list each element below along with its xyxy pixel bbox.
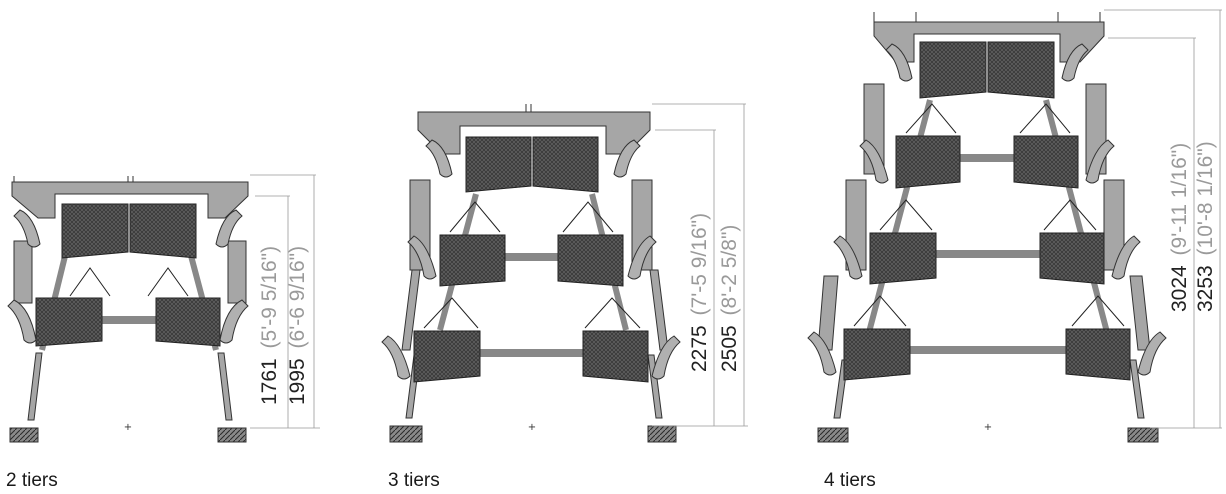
cage-tier1-left — [919, 41, 987, 99]
cage-tier2-right — [1013, 135, 1079, 189]
left-leg — [27, 352, 43, 421]
cage-tier2-left — [439, 234, 506, 287]
diagram-3-tiers: + 2275 (7'-5 9/16") 2505 (8'-2 5/8") — [381, 103, 748, 443]
foot-left — [9, 427, 39, 443]
svg-text:+: + — [528, 422, 536, 433]
cage-bottom-left — [35, 297, 103, 347]
caption-4-tiers: 4 tiers — [824, 470, 876, 491]
dimension-inner-label: 2275 (7'-5 9/16") — [688, 213, 711, 372]
dimension-inner-label: 3024 (9'-11 1/16") — [1168, 143, 1191, 312]
top-frame — [11, 181, 249, 219]
cage-tier4-left — [843, 328, 911, 381]
cage-tier2-left — [895, 135, 961, 189]
left-pillar — [13, 240, 33, 304]
cage-tier1-right — [532, 136, 599, 193]
cage-tier1-right — [987, 41, 1055, 99]
cage-tier3-left — [413, 330, 481, 383]
top-frame — [873, 21, 1105, 63]
cage-top-right — [129, 203, 197, 259]
diagram-2-tiers: + 1761 (5'-9 5/16") 1995 (6'-6 9/16") — [7, 174, 320, 443]
caption-2-tiers: 2 tiers — [6, 470, 58, 491]
right-leg — [217, 352, 233, 421]
foot-right — [217, 427, 247, 443]
cage-tier3-right — [582, 330, 649, 383]
cage-top-left — [61, 203, 129, 259]
cage-tier3-left — [869, 232, 937, 285]
svg-text:+: + — [124, 422, 132, 433]
dimension-outer-label: 3253 (10'-8 1/16") — [1194, 141, 1217, 312]
cage-tier3-right — [1039, 232, 1105, 285]
dimension-outer-label: 2505 (8'-2 5/8") — [718, 225, 741, 372]
cage-tier2-right — [557, 234, 624, 287]
caption-3-tiers: 3 tiers — [388, 470, 440, 491]
dimension-outer-label: 1995 (6'-6 9/16") — [286, 246, 309, 405]
svg-text:+: + — [984, 422, 992, 433]
right-pillar — [227, 240, 247, 304]
dimension-inner-label: 1761 (5'-9 5/16") — [258, 246, 281, 405]
diagram-4-tiers: + 3024 (9'-11 1/16") 3253 (10'-8 1/16") — [807, 9, 1222, 443]
cage-tier4-right — [1065, 328, 1131, 381]
cage-bottom-right — [155, 297, 221, 347]
cage-tier1-left — [465, 136, 532, 193]
